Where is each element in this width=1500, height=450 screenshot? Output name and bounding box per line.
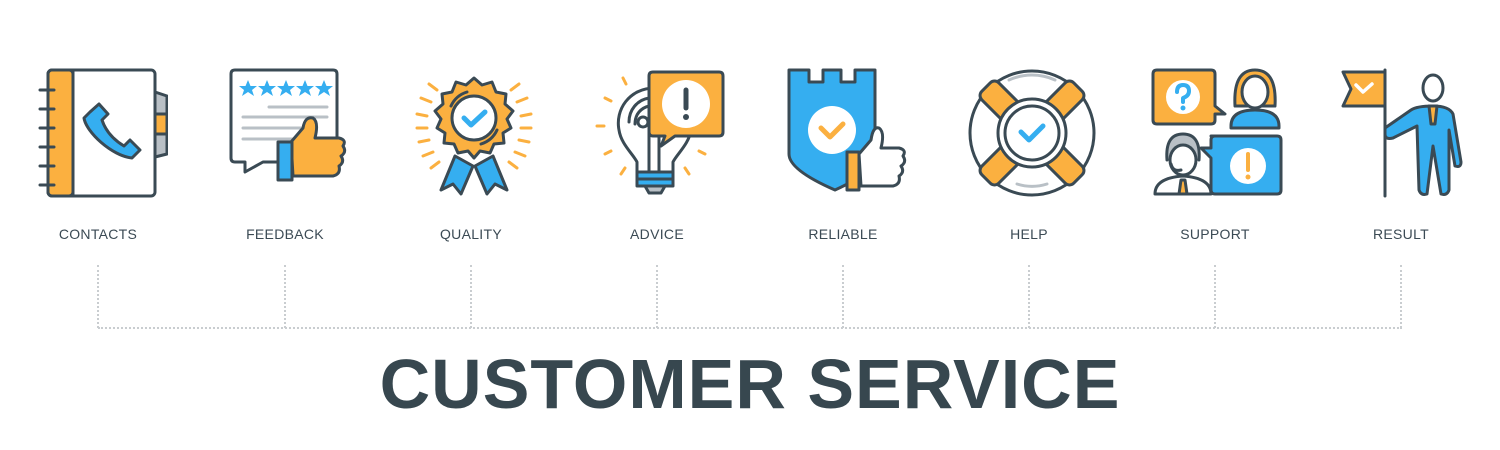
label-feedback: FEEDBACK: [246, 226, 324, 242]
connector-line-help: [1028, 265, 1030, 328]
connector-line-result: [1400, 265, 1402, 328]
label-advice: ADVICE: [630, 226, 684, 242]
advice-lightbulb-alert-icon: [593, 66, 727, 200]
label-result: RESULT: [1373, 226, 1429, 242]
feedback-stars-thumbs-up-icon: [221, 66, 355, 200]
support-agent-chat-icon: [1151, 66, 1285, 200]
connector-line-quality: [470, 265, 472, 328]
connector-line-support: [1214, 265, 1216, 328]
connector-line-feedback: [284, 265, 286, 328]
label-contacts: CONTACTS: [58, 226, 138, 242]
page-title: CUSTOMER SERVICE: [379, 345, 1121, 423]
label-quality: QUALITY: [439, 226, 502, 242]
contact-book-phone-icon: [34, 66, 168, 200]
label-help: HELP: [1010, 226, 1048, 242]
reliable-shield-thumbs-up-icon: [779, 66, 913, 200]
result-businessman-flag-icon: [1337, 66, 1471, 200]
quality-award-badge-icon: [407, 66, 541, 200]
connector-line-contacts: [97, 265, 99, 328]
connector-line-reliable: [842, 265, 844, 328]
label-reliable: RELIABLE: [808, 226, 878, 242]
connector-baseline: [98, 327, 1402, 329]
label-support: SUPPORT: [1180, 226, 1250, 242]
connector-line-advice: [656, 265, 658, 328]
help-lifebuoy-check-icon: [965, 66, 1099, 200]
